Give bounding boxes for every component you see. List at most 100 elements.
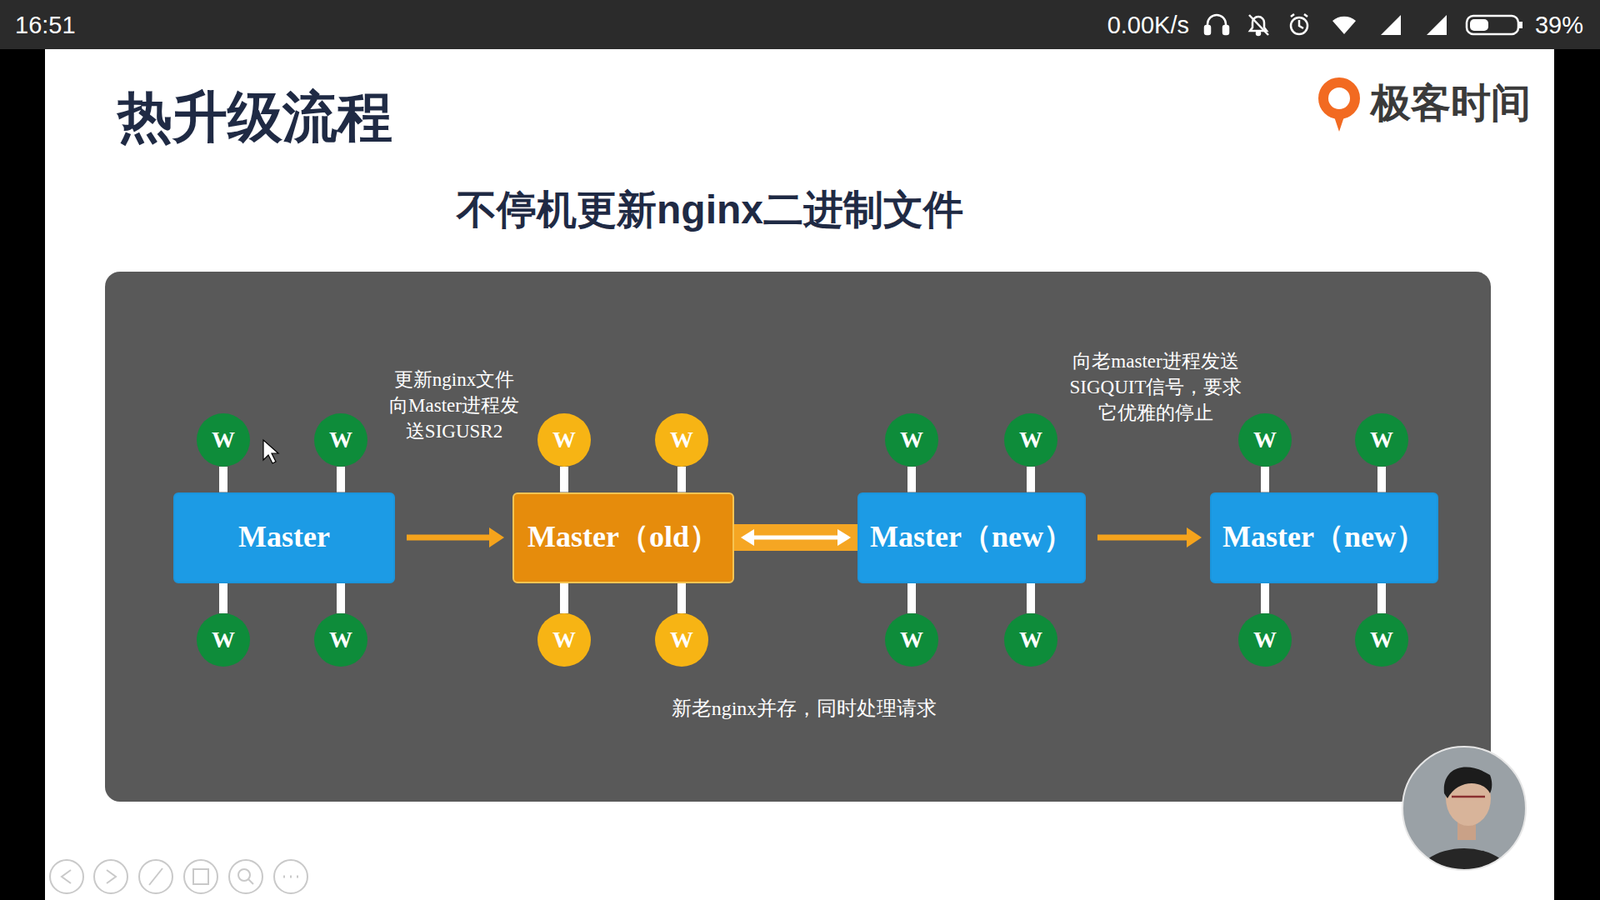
worker-label: W xyxy=(552,427,576,454)
toolbar-button xyxy=(94,860,128,894)
toolbar-button xyxy=(274,860,308,894)
worker-circle: W xyxy=(196,413,250,467)
worker-circle: W xyxy=(885,613,939,667)
worker-fill xyxy=(537,613,591,667)
worker-circle: W xyxy=(314,413,368,467)
webcam-hair xyxy=(1444,767,1493,799)
worker-label: W xyxy=(670,427,694,454)
webcam-glasses xyxy=(1451,795,1485,799)
worker-stem xyxy=(1265,466,1266,493)
slide-toolbar xyxy=(50,860,308,894)
worker-label: W xyxy=(211,627,235,654)
worker-stem xyxy=(681,583,683,615)
logo-tail xyxy=(1332,111,1346,132)
worker-label: W xyxy=(329,627,353,654)
toolbar-button xyxy=(139,860,173,894)
toolbar-icon xyxy=(61,870,71,884)
presenter-webcam xyxy=(1402,746,1526,900)
worker-circle: W xyxy=(314,613,368,667)
stem-line xyxy=(1260,583,1270,615)
stem-line xyxy=(336,466,345,493)
arrow-line xyxy=(406,535,490,541)
logo-text-holder: 极客时间 xyxy=(1370,79,1531,128)
worker-circle: W xyxy=(655,613,709,667)
webcam-shoulders xyxy=(1412,848,1516,900)
panel-note: 新老nginx并存，同时处理请求 xyxy=(671,696,938,721)
arrow-line xyxy=(1097,535,1187,541)
text-line: SIGQUIT信号，要求 xyxy=(1070,374,1243,400)
worker-fill xyxy=(196,413,250,467)
signal-icon xyxy=(1380,15,1401,35)
worker-circle: W xyxy=(1238,613,1292,667)
signal-arrow xyxy=(1097,537,1187,539)
mute-slash xyxy=(1249,15,1269,35)
status-time: 16:51 xyxy=(15,10,76,40)
arrow-annotation-holder: 向老master进程发送 SIGQUIT信号，要求 它优雅的停止 xyxy=(1070,348,1243,426)
text-line: 送SIGUSR2 xyxy=(389,419,520,445)
status-battery: 39% xyxy=(1535,10,1584,40)
slide-subtitle: 不停机更新nginx二进制文件 xyxy=(456,185,964,235)
stem-line xyxy=(677,466,686,493)
master-box: Master（new） xyxy=(1210,492,1439,584)
worker-circle: W xyxy=(1355,613,1409,667)
worker-circle: W xyxy=(655,413,709,467)
worker-stem xyxy=(911,583,913,615)
worker-label: W xyxy=(900,427,924,454)
worker-stem xyxy=(1030,583,1032,615)
master-box: Master（new） xyxy=(857,492,1086,584)
toolbar-icon xyxy=(106,870,116,884)
arrow-annotation: 向老master进程发送 SIGQUIT信号，要求 它优雅的停止 xyxy=(1070,348,1243,426)
stem-line xyxy=(219,583,228,615)
worker-label: W xyxy=(1019,427,1043,454)
worker-fill xyxy=(1238,413,1292,467)
stem-line xyxy=(336,583,345,615)
wifi-icon xyxy=(1332,16,1356,35)
stem-line xyxy=(1377,466,1386,493)
text-line: 更新nginx文件 xyxy=(389,366,520,393)
worker-stem xyxy=(911,466,913,493)
worker-label: W xyxy=(552,627,576,654)
battery-icon xyxy=(1466,15,1519,35)
arrow-band xyxy=(734,524,858,551)
text-line: 向老master进程发送 xyxy=(1070,348,1243,375)
slide-subtitle-holder: 不停机更新nginx二进制文件 xyxy=(456,185,964,235)
worker-circle: W xyxy=(196,613,250,667)
toolbar-icon xyxy=(149,868,163,885)
worker-stem xyxy=(340,583,342,615)
alarm-icon xyxy=(1290,14,1308,29)
arrow-annotation-holder: 更新nginx文件 向Master进程发 送SIGUSR2 xyxy=(389,366,520,445)
worker-label: W xyxy=(1370,427,1394,454)
worker-circle: W xyxy=(537,613,591,667)
worker-fill xyxy=(1004,613,1058,667)
worker-label: W xyxy=(329,427,353,454)
status-icons xyxy=(1205,14,1523,35)
worker-stem xyxy=(223,583,225,615)
worker-stem xyxy=(681,466,683,493)
worker-fill xyxy=(314,413,368,467)
diagram-panel xyxy=(105,271,1491,802)
battery-tip xyxy=(1519,21,1523,29)
worker-label: W xyxy=(1253,627,1277,654)
toolbar-button xyxy=(50,860,84,894)
worker-circle: W xyxy=(1355,413,1409,467)
worker-fill xyxy=(885,613,939,667)
worker-circle: W xyxy=(1238,413,1292,467)
status-speed: 0.00K/s xyxy=(1107,10,1190,40)
worker-fill xyxy=(655,413,709,467)
slide-page xyxy=(45,49,1555,900)
signal-icon xyxy=(1426,15,1447,35)
worker-label: W xyxy=(670,627,694,654)
worker-label: W xyxy=(1019,627,1043,654)
toolbar-icon xyxy=(248,879,254,885)
logo-text: 极客时间 xyxy=(1370,79,1531,128)
worker-fill xyxy=(537,413,591,467)
stem-line xyxy=(677,583,686,615)
toolbar-icon xyxy=(238,869,250,881)
master-label: Master（new） xyxy=(870,520,1074,555)
worker-circle: W xyxy=(1004,613,1058,667)
signal-arrow xyxy=(406,537,490,539)
signal-arrow xyxy=(734,537,858,539)
worker-fill xyxy=(1355,413,1409,467)
worker-stem xyxy=(564,466,565,493)
stem-line xyxy=(1260,466,1270,493)
